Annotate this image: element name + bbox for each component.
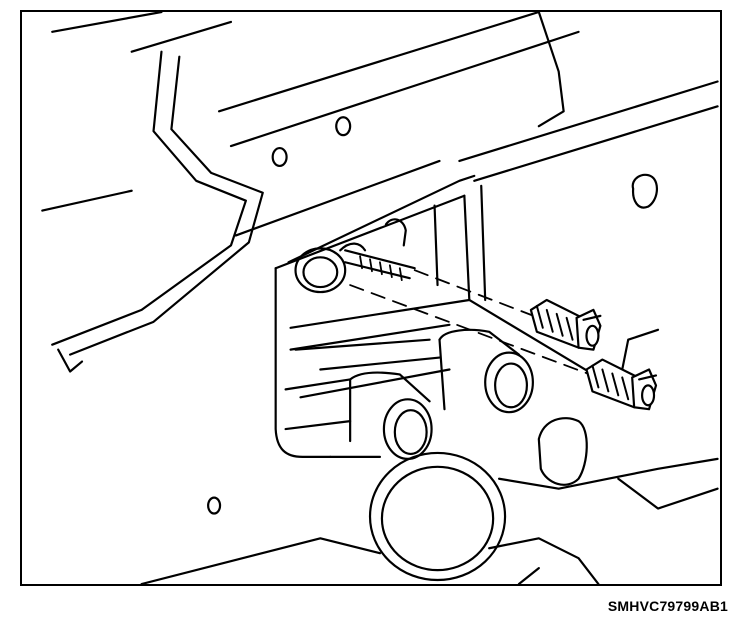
coolant-pipe-lower xyxy=(284,371,433,460)
alignment-lines xyxy=(349,269,605,381)
upper-right-body xyxy=(458,12,719,182)
engine-block-illustration xyxy=(41,12,719,584)
bolt-lower xyxy=(585,358,658,411)
illustration-frame xyxy=(20,10,722,586)
panel-holes xyxy=(207,116,658,515)
body-panel-lines xyxy=(41,12,580,373)
bolt-upper xyxy=(529,298,602,351)
coolant-pipe-upper xyxy=(294,328,534,414)
bore-opening xyxy=(294,218,416,294)
figure-code: SMHVC79799AB1 xyxy=(607,598,728,614)
lower-housing xyxy=(140,417,719,584)
